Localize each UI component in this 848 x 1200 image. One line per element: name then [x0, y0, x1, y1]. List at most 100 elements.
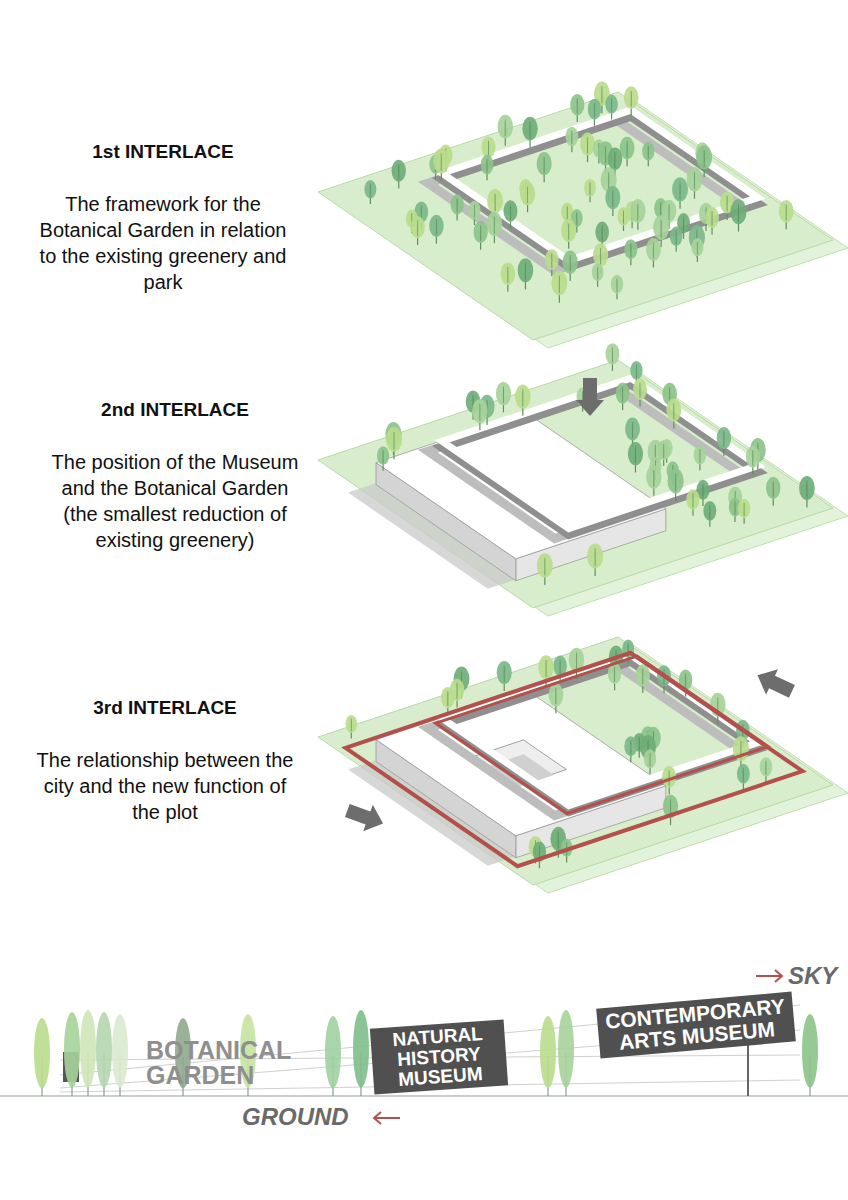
frame-wall-top: [442, 655, 758, 805]
tree-branch: [544, 558, 545, 575]
tree-branch: [630, 243, 631, 257]
tree-branch: [394, 432, 395, 449]
tree-branch: [673, 403, 674, 419]
tree-crown: [487, 212, 503, 236]
support-pole: [747, 1045, 749, 1096]
tree-crown: [611, 275, 623, 294]
tree-branch: [487, 159, 488, 173]
tree-crown: [522, 117, 537, 141]
tree-crown: [592, 263, 604, 281]
tree-crown: [580, 132, 595, 155]
tree-crown: [433, 148, 449, 173]
museum-sign: NATURAL HISTORY MUSEUM: [370, 1019, 508, 1094]
tree-branch: [457, 198, 458, 212]
tree-branch: [734, 501, 735, 514]
tree-branch: [503, 387, 504, 403]
tree-crown: [345, 715, 357, 733]
tree-crown: [587, 544, 603, 569]
tree-branch: [773, 481, 774, 497]
tree-crown: [625, 418, 640, 441]
step-description: The framework for the Botanical Garden i…: [38, 191, 288, 295]
tree-branch: [636, 365, 637, 378]
tree-crown: [799, 476, 815, 500]
frame-wall-top: [442, 378, 758, 528]
tree-branch: [623, 211, 624, 224]
section-label: BOTANICAL GARDEN: [146, 1038, 311, 1088]
tree-branch: [576, 213, 577, 226]
tree-branch: [595, 548, 596, 565]
tree-crown: [646, 238, 661, 261]
tree-crown: [666, 399, 681, 422]
tree-crown: [738, 499, 750, 518]
section-label: GROUND: [242, 1103, 372, 1131]
tree-crown: [325, 1016, 341, 1088]
tree-crown: [353, 1010, 369, 1087]
tree-branch: [495, 194, 496, 211]
tree-crown: [518, 258, 534, 282]
ground-plane: [318, 92, 833, 340]
tree-branch: [668, 204, 669, 220]
tree-crown: [364, 180, 376, 198]
tree-branch: [692, 493, 693, 507]
frame-wall: [442, 661, 758, 811]
tree-crown: [605, 186, 620, 209]
tree-branch: [806, 481, 807, 498]
tree-branch: [494, 217, 495, 234]
tree-branch: [383, 450, 384, 463]
building-roof: [376, 690, 666, 836]
tree-crown: [392, 160, 406, 182]
tree-branch: [474, 205, 475, 218]
tree-branch: [417, 220, 418, 236]
tree-crown: [429, 215, 443, 237]
tree-branch: [594, 103, 595, 117]
tree-branch: [398, 164, 399, 179]
tree-crown: [561, 219, 576, 242]
tree-crown: [481, 155, 494, 175]
tree-branch: [648, 146, 649, 159]
tree-branch: [555, 688, 556, 704]
direction-arrow: [752, 663, 798, 704]
tree-crown: [705, 207, 719, 228]
tree-crown: [441, 687, 455, 708]
arrow-head: [374, 1112, 381, 1124]
tree-crown: [64, 1012, 80, 1088]
tree-branch: [559, 276, 560, 293]
tree-crown: [537, 152, 552, 175]
tree-branch: [505, 119, 506, 136]
tree-crown: [686, 489, 699, 509]
ground-line: [0, 1095, 848, 1096]
arrow-shape: [576, 378, 604, 416]
tree-branch: [697, 242, 698, 255]
tree-branch: [351, 719, 352, 732]
tree-crown: [551, 271, 567, 296]
tree-branch: [653, 470, 654, 487]
tree-crown: [760, 757, 773, 776]
tree-crown: [410, 216, 425, 238]
tree-branch: [765, 761, 766, 774]
tree-branch: [441, 153, 442, 170]
tree-branch: [571, 131, 572, 145]
tree-crown: [537, 553, 553, 577]
tree-crown: [80, 1010, 96, 1087]
building-roof: [376, 413, 666, 559]
tree-crown: [472, 399, 488, 423]
tree-branch: [631, 91, 632, 107]
tree-crown: [377, 446, 389, 465]
site-plate: [318, 343, 848, 616]
tree-branch: [630, 740, 631, 754]
direction-arrow: [576, 378, 604, 416]
tree-crown: [691, 238, 703, 256]
tree-crown: [593, 243, 608, 266]
tree-branch: [660, 202, 661, 216]
tree-branch: [525, 263, 526, 280]
tree-branch: [622, 387, 623, 402]
tree-branch: [653, 243, 654, 259]
museum-sign: CONTEMPORARY ARTS MUSEUM: [596, 992, 796, 1059]
tree-branch: [522, 389, 523, 406]
tree-branch: [627, 141, 628, 157]
tree-branch: [612, 347, 613, 362]
tree-branch: [639, 737, 640, 750]
tree-crown: [515, 384, 531, 408]
tree-branch: [507, 267, 508, 283]
